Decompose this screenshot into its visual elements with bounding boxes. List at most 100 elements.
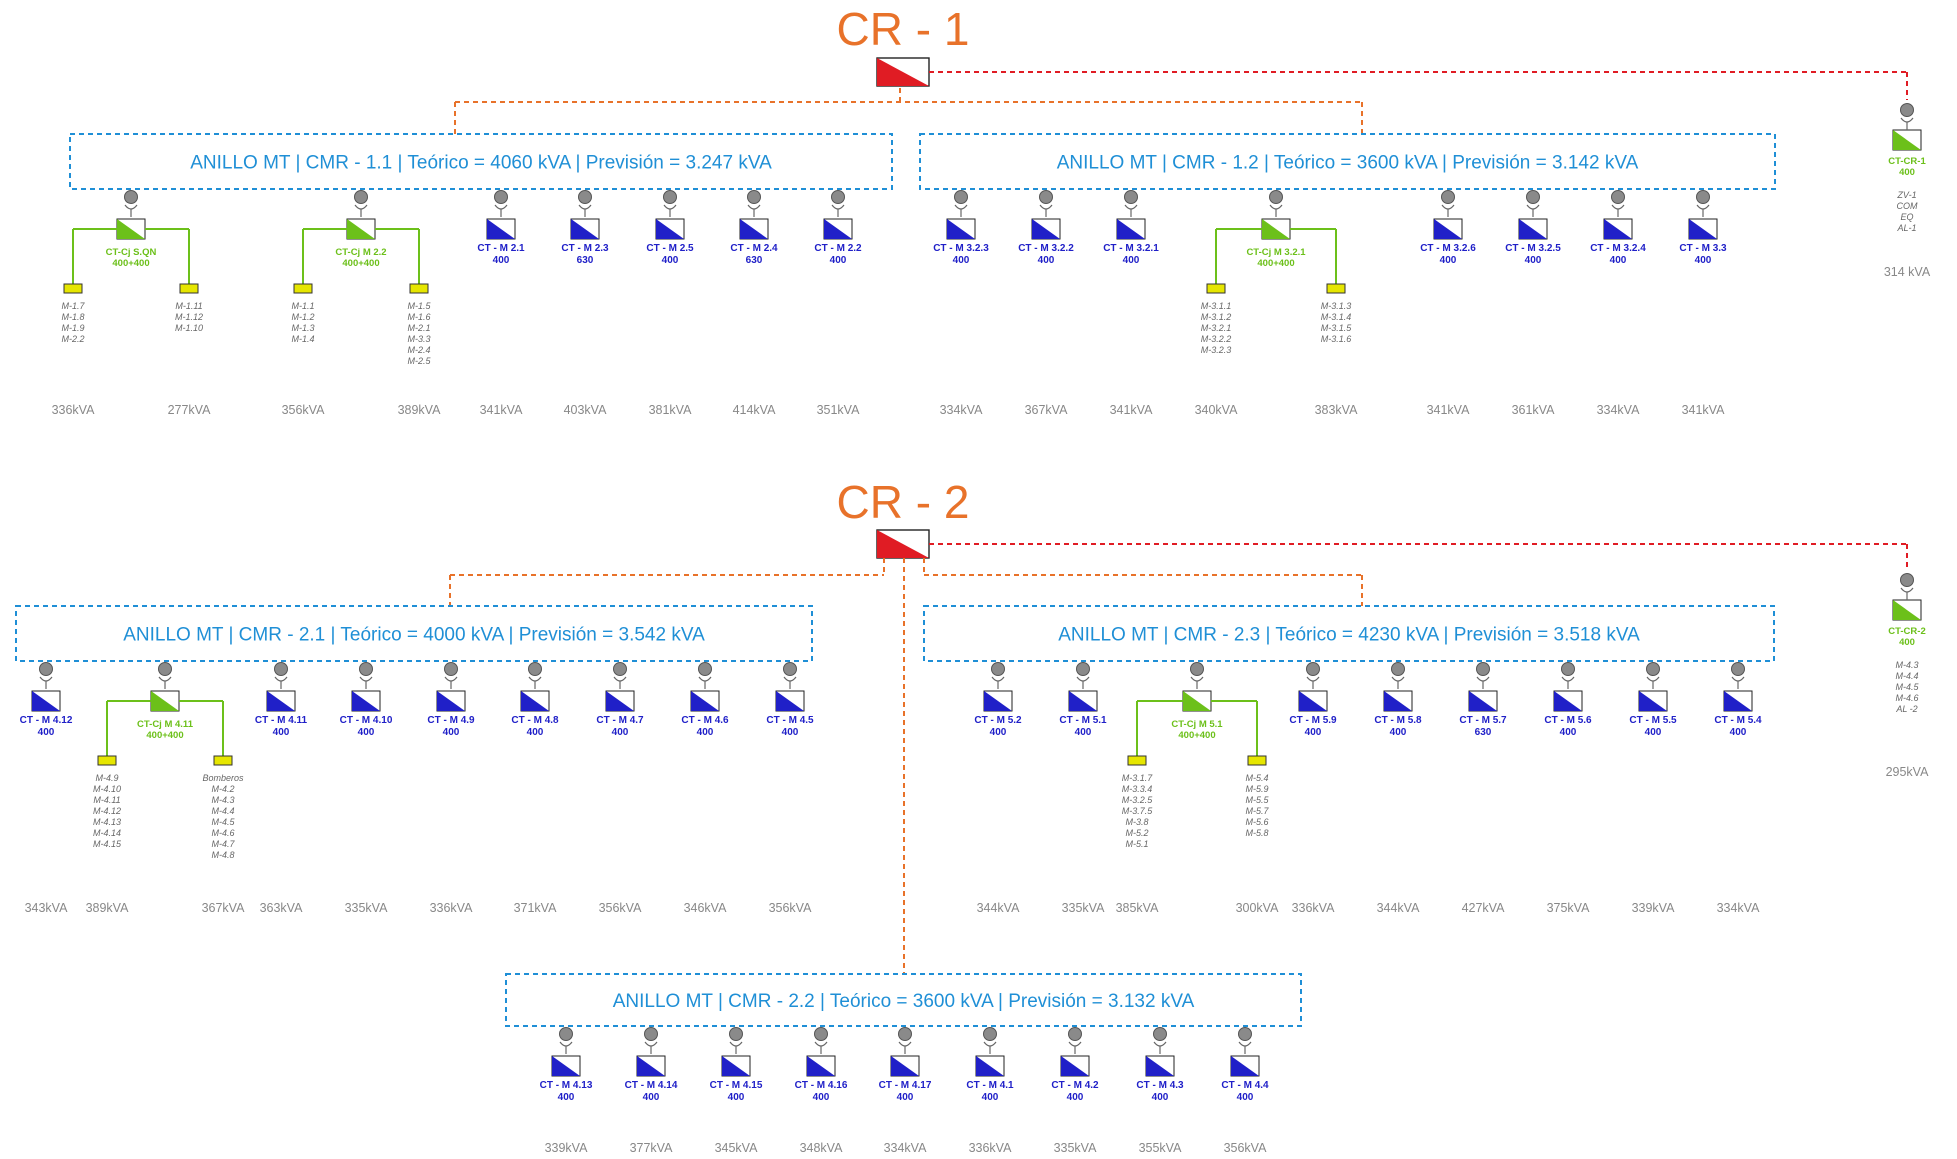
- kva-value: 334kVA: [1597, 403, 1641, 417]
- ct-double-node: CT-Cj M 5.1400+400M-3.1.7M-3.3.4M-3.2.5M…: [1116, 662, 1279, 915]
- ct-transformer-icon: [655, 218, 685, 240]
- ct-rating: 400: [982, 1092, 999, 1103]
- connector-icon: [1561, 662, 1575, 689]
- connector-icon: [444, 662, 458, 689]
- kva-value: 381kVA: [649, 403, 693, 417]
- ct-rating: 400: [358, 727, 375, 738]
- kva-value: 427kVA: [1462, 901, 1506, 915]
- cr2-switch-icon: [876, 529, 930, 559]
- sub-item: M-4.12: [93, 806, 121, 816]
- kva-value: 385kVA: [1116, 901, 1160, 915]
- ct-rating: 630: [746, 255, 763, 266]
- sub-item: M-3.1.6: [1321, 334, 1352, 344]
- ct-rating: 400+400: [146, 730, 183, 741]
- sub-item: M-1.4: [291, 334, 314, 344]
- connector-icon: [1476, 662, 1490, 689]
- ring-cmr-1-1: ANILLO MT | CMR - 1.1 | Teórico = 4060 k…: [52, 133, 893, 417]
- cr2-title: CR - 2: [837, 476, 970, 528]
- kva-value: 336kVA: [1292, 901, 1336, 915]
- ct-rating: 400: [1038, 255, 1055, 266]
- kva-value: 334kVA: [940, 403, 984, 417]
- connector-icon: [124, 190, 138, 217]
- ct-rating: 400+400: [1178, 730, 1215, 741]
- kva-value: 345kVA: [715, 1141, 759, 1155]
- ct-transformer-icon: [806, 1055, 836, 1077]
- connector-icon: [1611, 190, 1625, 217]
- connector-icon: [1441, 190, 1455, 217]
- ct-name: CT - M 4.1: [966, 1080, 1014, 1091]
- kva-value: 334kVA: [884, 1141, 928, 1155]
- kva-value: 344kVA: [977, 901, 1021, 915]
- ct-rating: 400: [897, 1092, 914, 1103]
- ct-transformer-icon: [1603, 218, 1633, 240]
- ct-transformer-icon: [1518, 218, 1548, 240]
- ct-double-transformer-icon: [116, 218, 146, 240]
- kva-value: 377kVA: [630, 1141, 674, 1155]
- kva-value: 383kVA: [1315, 403, 1359, 417]
- sub-item: M-4.4: [1895, 671, 1918, 681]
- ct-rating: 400: [1899, 167, 1915, 178]
- ct-rating: 400: [1899, 637, 1915, 648]
- ct-rating: 400: [643, 1092, 660, 1103]
- ct-transformer-icon: [690, 690, 720, 712]
- sub-item: M-3.8: [1125, 817, 1148, 827]
- sub-item: M-4.3: [1895, 660, 1918, 670]
- sub-item: M-1.10: [175, 323, 203, 333]
- kva-value: 414kVA: [733, 403, 777, 417]
- connector-icon: [831, 190, 845, 217]
- kva-value: 334kVA: [1717, 901, 1761, 915]
- connector-icon: [494, 190, 508, 217]
- ct-name: CT - M 4.15: [710, 1080, 763, 1091]
- ct-name: CT - M 5.4: [1714, 715, 1762, 726]
- ct-name: CT-Cj M 3.2.1: [1246, 247, 1306, 258]
- sub-item: M-5.1: [1125, 839, 1148, 849]
- ct-rating: 400: [1237, 1092, 1254, 1103]
- ct-name: CT - M 2.4: [730, 243, 778, 254]
- ring-box: [505, 973, 1302, 1027]
- sub-item: M-4.6: [1895, 693, 1918, 703]
- sub-item: M-3.7.5: [1122, 806, 1154, 816]
- sub-item: M-5.8: [1245, 828, 1268, 838]
- ct-transformer-icon: [551, 1055, 581, 1077]
- sub-item: M-4.6: [211, 828, 234, 838]
- sub-item: M-4.5: [211, 817, 235, 827]
- ct-rating: 400+400: [342, 258, 379, 269]
- sub-item: M-3.2.5: [1122, 795, 1154, 805]
- ct-rating: 400: [1123, 255, 1140, 266]
- sub-item: M-1.7: [61, 301, 85, 311]
- ct-rating: 400: [990, 727, 1007, 738]
- connector-icon: [663, 190, 677, 217]
- sub-item: M-3.2.3: [1201, 345, 1232, 355]
- ct-rating: 630: [577, 255, 594, 266]
- connector-icon: [1900, 103, 1914, 130]
- sub-item: M-5.2: [1125, 828, 1148, 838]
- ring-label: ANILLO MT | CMR - 2.3 | Teórico = 4230 k…: [1058, 625, 1640, 646]
- sub-item: M-4.2: [211, 784, 234, 794]
- ct-name: CT - M 2.2: [814, 243, 862, 254]
- ct-rating: 630: [1475, 727, 1492, 738]
- ct-rating: 400: [1075, 727, 1092, 738]
- ct-transformer-icon: [605, 690, 635, 712]
- ct-transformer-icon: [890, 1055, 920, 1077]
- ring-box: [69, 133, 893, 190]
- sub-item: M-3.1.2: [1201, 312, 1232, 322]
- ct-name: CT - M 5.5: [1629, 715, 1677, 726]
- connector-icon: [1646, 662, 1660, 689]
- connector-icon: [1153, 1027, 1167, 1054]
- kva-value: 341kVA: [480, 403, 524, 417]
- ct-name: CT-CR-2: [1888, 626, 1925, 637]
- connector-icon: [1238, 1027, 1252, 1054]
- connector-icon: [158, 662, 172, 689]
- ct-double-node: CT-Cj S.QN400+400M-1.7M-1.8M-1.9M-2.2M-1…: [52, 190, 211, 417]
- ct-name: CT - M 2.3: [561, 243, 609, 254]
